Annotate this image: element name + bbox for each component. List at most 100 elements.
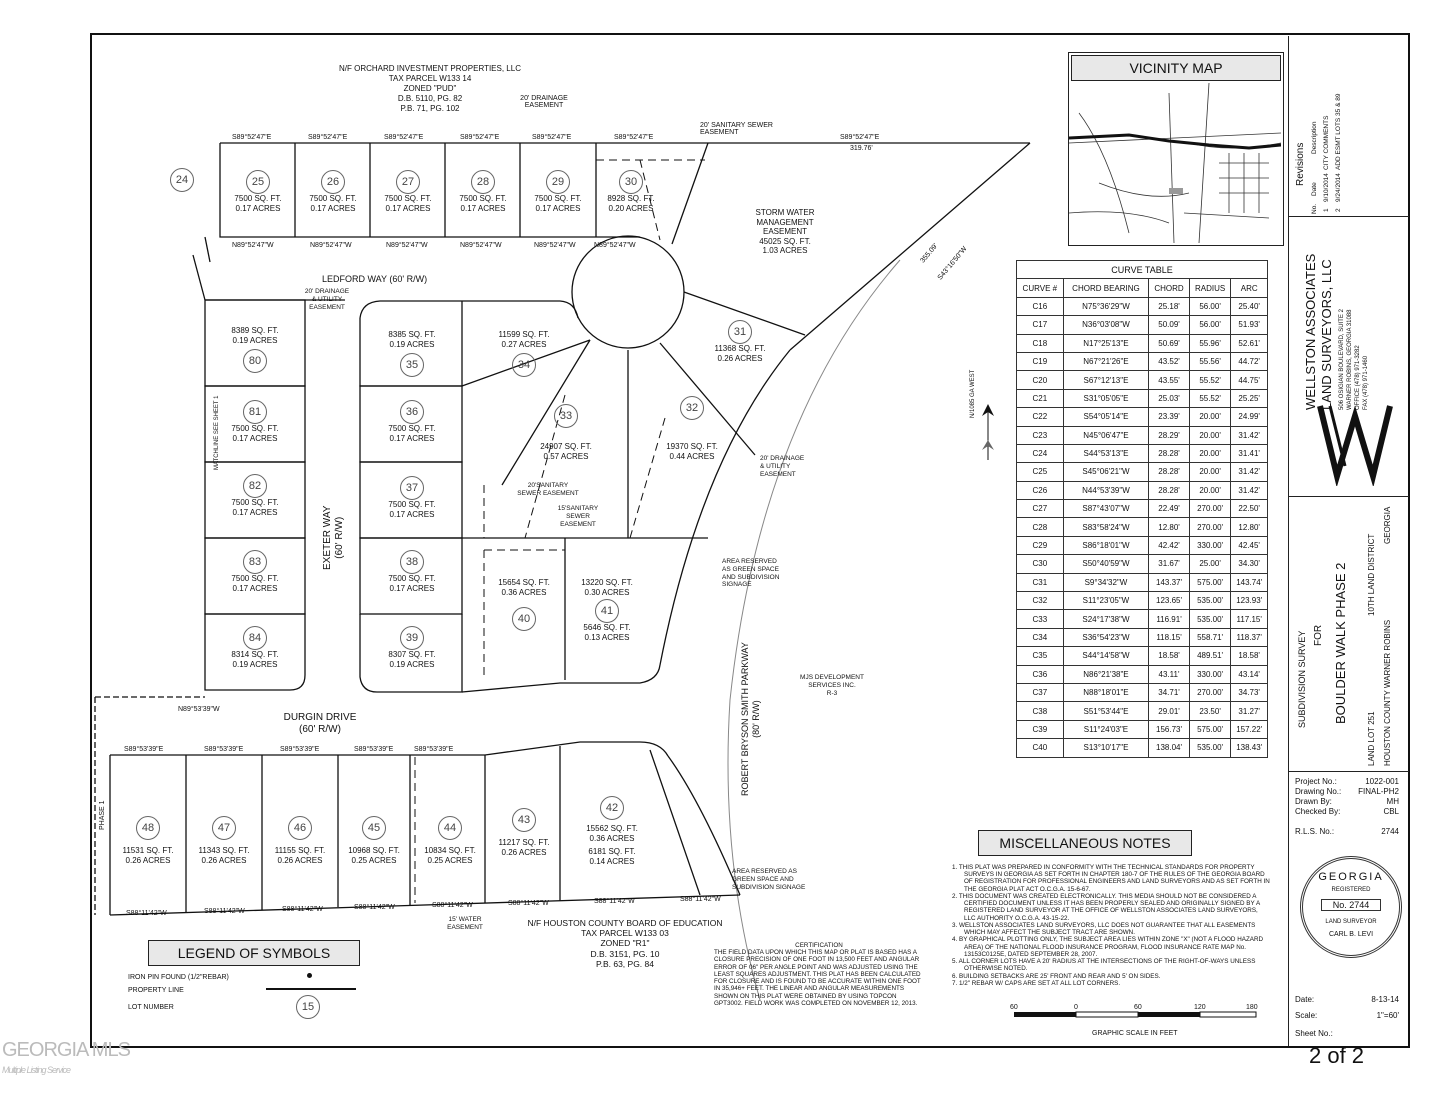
curve-cell: S87°43'07"W — [1062, 499, 1150, 519]
legend-lot-number: LOT NUMBER — [128, 1004, 174, 1011]
curve-cell: 143.74' — [1230, 572, 1268, 593]
g1-4: SIGNAGE — [722, 581, 752, 589]
curve-cell: 24.99' — [1230, 407, 1268, 427]
curve-cell: 31.67' — [1148, 554, 1190, 574]
curve-cell: 330.00' — [1188, 535, 1232, 556]
project-land-lot: LAND LOT 251 — [1367, 711, 1376, 766]
lot-number: 30 — [619, 170, 643, 194]
lot-48[interactable]: 48 11531 SQ. FT. 0.26 ACRES — [112, 816, 184, 865]
lot-37[interactable]: 37 7500 SQ. FT. 0.17 ACRES — [362, 476, 462, 519]
g1-1: AREA RESERVED — [722, 558, 777, 565]
curve-cell: 116.91' — [1148, 609, 1190, 629]
curve-cell: S86°18'01"W — [1062, 535, 1150, 556]
curve-cell: 575.00' — [1188, 719, 1232, 740]
lot-area-acres: 0.17 ACRES — [389, 583, 435, 593]
curve-cell: 20.00' — [1188, 443, 1232, 464]
sb-1: 15'SANITARY — [557, 505, 599, 512]
du-left-3: EASEMENT — [309, 303, 345, 311]
lot-30[interactable]: 30 8928 SQ. FT. 0.20 ACRES — [598, 170, 664, 213]
lot-27[interactable]: 27 7500 SQ. FT. 0.17 ACRES — [372, 170, 444, 213]
lot-area-sqft: 7500 SQ. FT. — [231, 424, 279, 433]
lot-28[interactable]: 28 7500 SQ. FT. 0.17 ACRES — [447, 170, 519, 213]
matchline-line-2: SEE SHEET 1 — [214, 395, 220, 435]
lot-area-acres: 0.26 ACRES — [201, 855, 247, 865]
curve-cell: S45°06'21"W — [1062, 462, 1150, 482]
lot-81[interactable]: 81 7500 SQ. FT. 0.17 ACRES — [207, 400, 303, 443]
curve-cell: 34.73' — [1230, 682, 1268, 703]
lot-80[interactable]: 8389 SQ. FT. 0.19 ACRES 80 — [207, 326, 303, 374]
project-survey: SUBDIVISION SURVEY — [1297, 630, 1307, 728]
lot-35[interactable]: 8385 SQ. FT. 0.19 ACRES 35 — [362, 330, 462, 378]
lot-area-acres: 0.26 ACRES — [277, 855, 323, 865]
lot-45[interactable]: 45 10968 SQ. FT. 0.25 ACRES — [340, 816, 408, 865]
curve-cell: C31 — [1016, 572, 1064, 593]
lot-46[interactable]: 46 11155 SQ. FT. 0.26 ACRES — [264, 816, 336, 865]
curve-cell: 535.00' — [1188, 591, 1232, 611]
lot-41[interactable]: 13220 SQ. FT. 0.30 ACRES 41 5646 SQ. FT.… — [567, 578, 647, 642]
lot-33[interactable]: 33 24907 SQ. FT. 0.57 ACRES — [526, 404, 606, 461]
curve-cell: 20.00' — [1188, 425, 1232, 445]
project-name: BOULDER WALK PHASE 2 — [1333, 562, 1348, 724]
lot-47[interactable]: 47 11343 SQ. FT. 0.26 ACRES — [188, 816, 260, 865]
lot-42[interactable]: 42 15562 SQ. FT. 0.36 ACRES 6181 SQ. FT.… — [572, 796, 652, 866]
info-sheet: Sheet No.: — [1295, 1029, 1403, 1038]
curve-cell: 31.42' — [1230, 425, 1268, 445]
lot-area-acres: 0.26 ACRES — [717, 353, 763, 363]
drainage-utility-easement-left: 20' DRAINAGE & UTILITY EASEMENT — [292, 288, 362, 311]
mjs-1: MJS DEVELOPMENT — [800, 674, 864, 681]
vicinity-map-title: VICINITY MAP — [1071, 55, 1281, 81]
rev-2-date: 9/24/2014 — [1335, 173, 1342, 202]
info-rls: R.L.S. No.:2744 — [1295, 827, 1403, 836]
lot-40[interactable]: 15654 SQ. FT. 0.36 ACRES 40 — [486, 578, 562, 632]
company-name-2: LAND SURVEYORS, LLC — [1319, 259, 1334, 410]
info-key: Project No.: — [1295, 777, 1337, 786]
curve-cell: 50.09' — [1148, 315, 1190, 335]
lot-26[interactable]: 26 7500 SQ. FT. 0.17 ACRES — [297, 170, 369, 213]
lot-area-sqft: 11217 SQ. FT. — [498, 838, 550, 847]
lot-area-acres: 0.17 ACRES — [535, 203, 581, 213]
lot-32[interactable]: 32 19370 SQ. FT. 0.44 ACRES — [652, 396, 732, 461]
curve-cell: 156.73' — [1148, 719, 1190, 740]
curve-cell: C29 — [1016, 535, 1064, 556]
curve-cell: S44°14'58"W — [1062, 646, 1150, 666]
bearing-top-6: S89°52'47"E — [614, 134, 654, 141]
lot-number: 46 — [288, 816, 312, 840]
green-space-area-2: AREA RESERVED AS GREEN SPACE AND SUBDIVI… — [732, 868, 822, 891]
lot-83[interactable]: 83 7500 SQ. FT. 0.17 ACRES — [207, 550, 303, 593]
lot-43[interactable]: 43 11217 SQ. FT. 0.26 ACRES — [488, 808, 560, 857]
curve-cell: N44°53'39"W — [1062, 480, 1150, 501]
lot-84[interactable]: 84 8314 SQ. FT. 0.19 ACRES — [207, 626, 303, 669]
lot-25[interactable]: 25 7500 SQ. FT. 0.17 ACRES — [222, 170, 294, 213]
rev-header-no: No. — [1311, 203, 1318, 214]
lot-34[interactable]: 11599 SQ. FT. 0.27 ACRES 34 — [484, 330, 564, 378]
lot-82[interactable]: 82 7500 SQ. FT. 0.17 ACRES — [207, 474, 303, 517]
lot-number: 82 — [243, 474, 267, 498]
lot-area-sqft: 7500 SQ. FT. — [534, 194, 582, 203]
note-6: 6. BUILDING SETBACKS ARE 25' FRONT AND R… — [952, 972, 1161, 980]
curve-cell: C40 — [1016, 738, 1064, 758]
matchline-line-1: MATCHLINE — [214, 435, 220, 470]
info-value: MH — [1386, 797, 1399, 806]
lot-38[interactable]: 38 7500 SQ. FT. 0.17 ACRES — [362, 550, 462, 593]
lot-number: 34 — [512, 353, 536, 378]
lot-area-acres: 0.17 ACRES — [460, 203, 506, 213]
lot-44[interactable]: 44 10834 SQ. FT. 0.25 ACRES — [416, 816, 484, 865]
curve-cell: 575.00' — [1188, 572, 1232, 593]
lot-area-sqft: 15562 SQ. FT. — [586, 824, 638, 833]
lot-area-acres: 0.17 ACRES — [385, 203, 431, 213]
curve-cell: 34.71' — [1148, 682, 1190, 703]
lot-31[interactable]: 31 11368 SQ. FT. 0.26 ACRES — [700, 320, 780, 363]
lot-36[interactable]: 36 7500 SQ. FT. 0.17 ACRES — [362, 400, 462, 443]
lot-29[interactable]: 29 7500 SQ. FT. 0.17 ACRES — [522, 170, 594, 213]
company-name-1: WELLSTON ASSOCIATES — [1303, 253, 1318, 410]
lot-area-sqft: 8385 SQ. FT. — [388, 330, 436, 339]
water-1: 15' WATER — [448, 916, 482, 923]
lot-39[interactable]: 39 8307 SQ. FT. 0.19 ACRES — [362, 626, 462, 669]
lot-number-example: 15 — [296, 995, 320, 1019]
